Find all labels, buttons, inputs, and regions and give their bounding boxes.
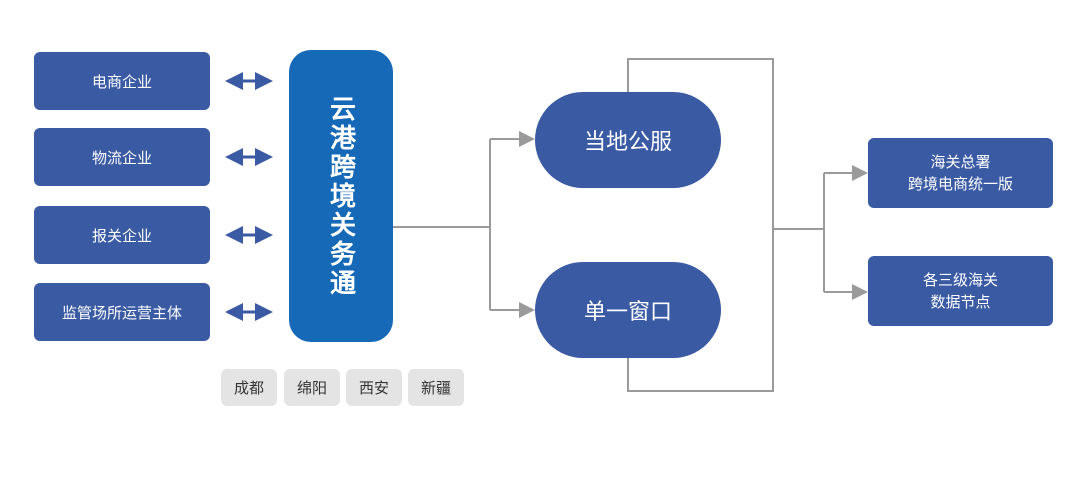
customs-nodes-line2: 数据节点 — [930, 293, 991, 311]
enterprise-label: 电商企业 — [91, 72, 152, 91]
enterprise-box-ecommerce: 电商企业 — [34, 52, 210, 110]
local-public-service-node: 当地公服 — [535, 92, 721, 188]
customs-nodes-box: 各三级海关 数据节点 — [868, 256, 1053, 326]
single-window-node: 单一窗口 — [535, 262, 721, 358]
city-tag: 西安 — [346, 369, 402, 406]
customs-hq-line1: 海关总署 — [930, 153, 991, 171]
city-tag: 成都 — [221, 369, 277, 406]
enterprise-box-logistics: 物流企业 — [34, 128, 210, 186]
customs-nodes-line1: 各三级海关 — [922, 271, 998, 289]
hub-label: 云港跨境关务通 — [325, 94, 356, 298]
enterprise-label: 监管场所运营主体 — [61, 303, 182, 322]
enterprise-label: 报关企业 — [91, 226, 152, 245]
customs-split-connector — [773, 165, 868, 300]
enterprise-label: 物流企业 — [91, 148, 152, 167]
city-tag: 新疆 — [408, 369, 464, 406]
customs-hq-box: 海关总署 跨境电商统一版 — [868, 138, 1053, 208]
hub-split-connector — [393, 131, 535, 318]
city-tag: 绵阳 — [284, 369, 340, 406]
pill-label: 单一窗口 — [583, 300, 672, 325]
customs-hq-line2: 跨境电商统一版 — [907, 175, 1013, 193]
enterprise-box-facility-operator: 监管场所运营主体 — [34, 283, 210, 341]
hub-platform: 云港跨境关务通 — [289, 50, 393, 342]
pill-label: 当地公服 — [583, 130, 672, 155]
enterprise-box-customs-broker: 报关企业 — [34, 206, 210, 264]
platform-bracket — [627, 58, 774, 392]
